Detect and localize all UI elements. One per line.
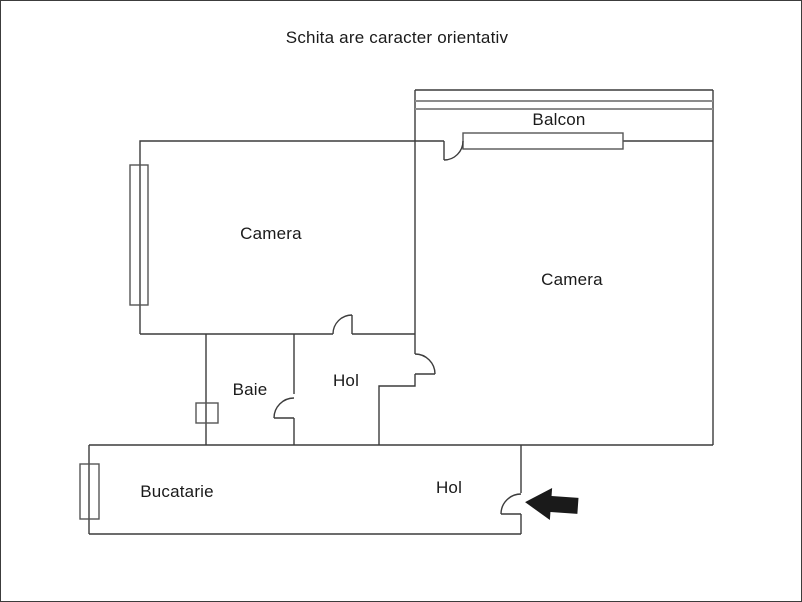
windows: [79, 132, 624, 520]
wall-baie: [205, 334, 295, 445]
wall-balcony: [415, 89, 713, 142]
window-bucatarie: [79, 463, 100, 520]
door-baie: [273, 397, 295, 419]
wall-camera-right: [378, 90, 714, 445]
door-balcony: [443, 140, 464, 161]
page-title: Schita are caracter orientativ: [285, 28, 509, 47]
room-label-balcon: Balcon: [532, 110, 586, 129]
window-balcony: [462, 132, 624, 150]
door-camera-left: [332, 314, 353, 335]
room-label-hol-middle: Hol: [332, 371, 360, 390]
balcony-railing: [415, 100, 713, 110]
room-label-hol-bottom: Hol: [435, 478, 463, 497]
doors: [273, 140, 522, 515]
room-label-bucatarie: Bucatarie: [140, 482, 214, 501]
walls: [88, 89, 714, 535]
window-camera-left: [129, 164, 149, 306]
window-baie: [195, 402, 219, 424]
room-label-baie: Baie: [232, 380, 268, 399]
room-label-camera-left: Camera: [240, 224, 302, 243]
door-camera-right: [414, 353, 436, 375]
door-entrance: [500, 493, 522, 515]
entrance-arrow-icon: [525, 488, 579, 520]
wall-camera-left: [139, 140, 415, 335]
room-label-camera-right: Camera: [541, 270, 603, 289]
wall-bottom-strip: [88, 444, 713, 535]
